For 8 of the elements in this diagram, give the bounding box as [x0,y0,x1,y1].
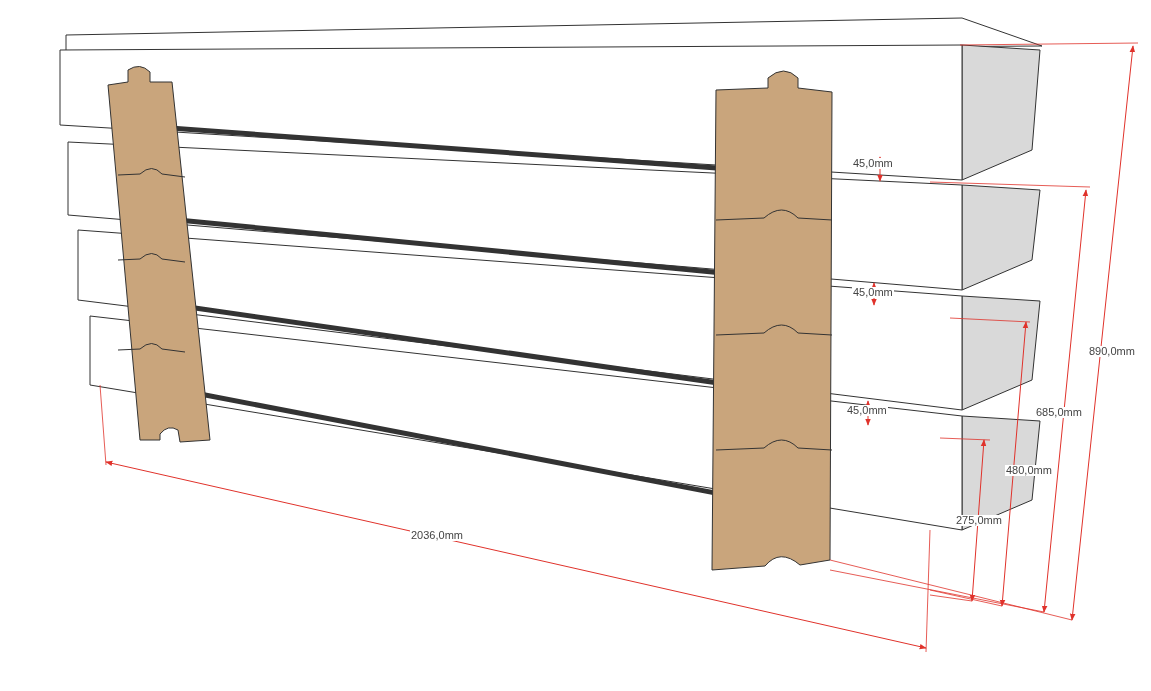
dimension-label: 890,0mm [1088,346,1136,357]
dimension-label: 45,0mm [852,158,894,169]
dimension-label: 480,0mm [1005,465,1053,476]
dimension-label: 45,0mm [846,405,888,416]
dimension-label: 45,0mm [852,287,894,298]
dimension-label: 685,0mm [1035,407,1083,418]
dimension-label: 275,0mm [955,515,1003,526]
dimension-label: 2036,0mm [410,530,464,541]
